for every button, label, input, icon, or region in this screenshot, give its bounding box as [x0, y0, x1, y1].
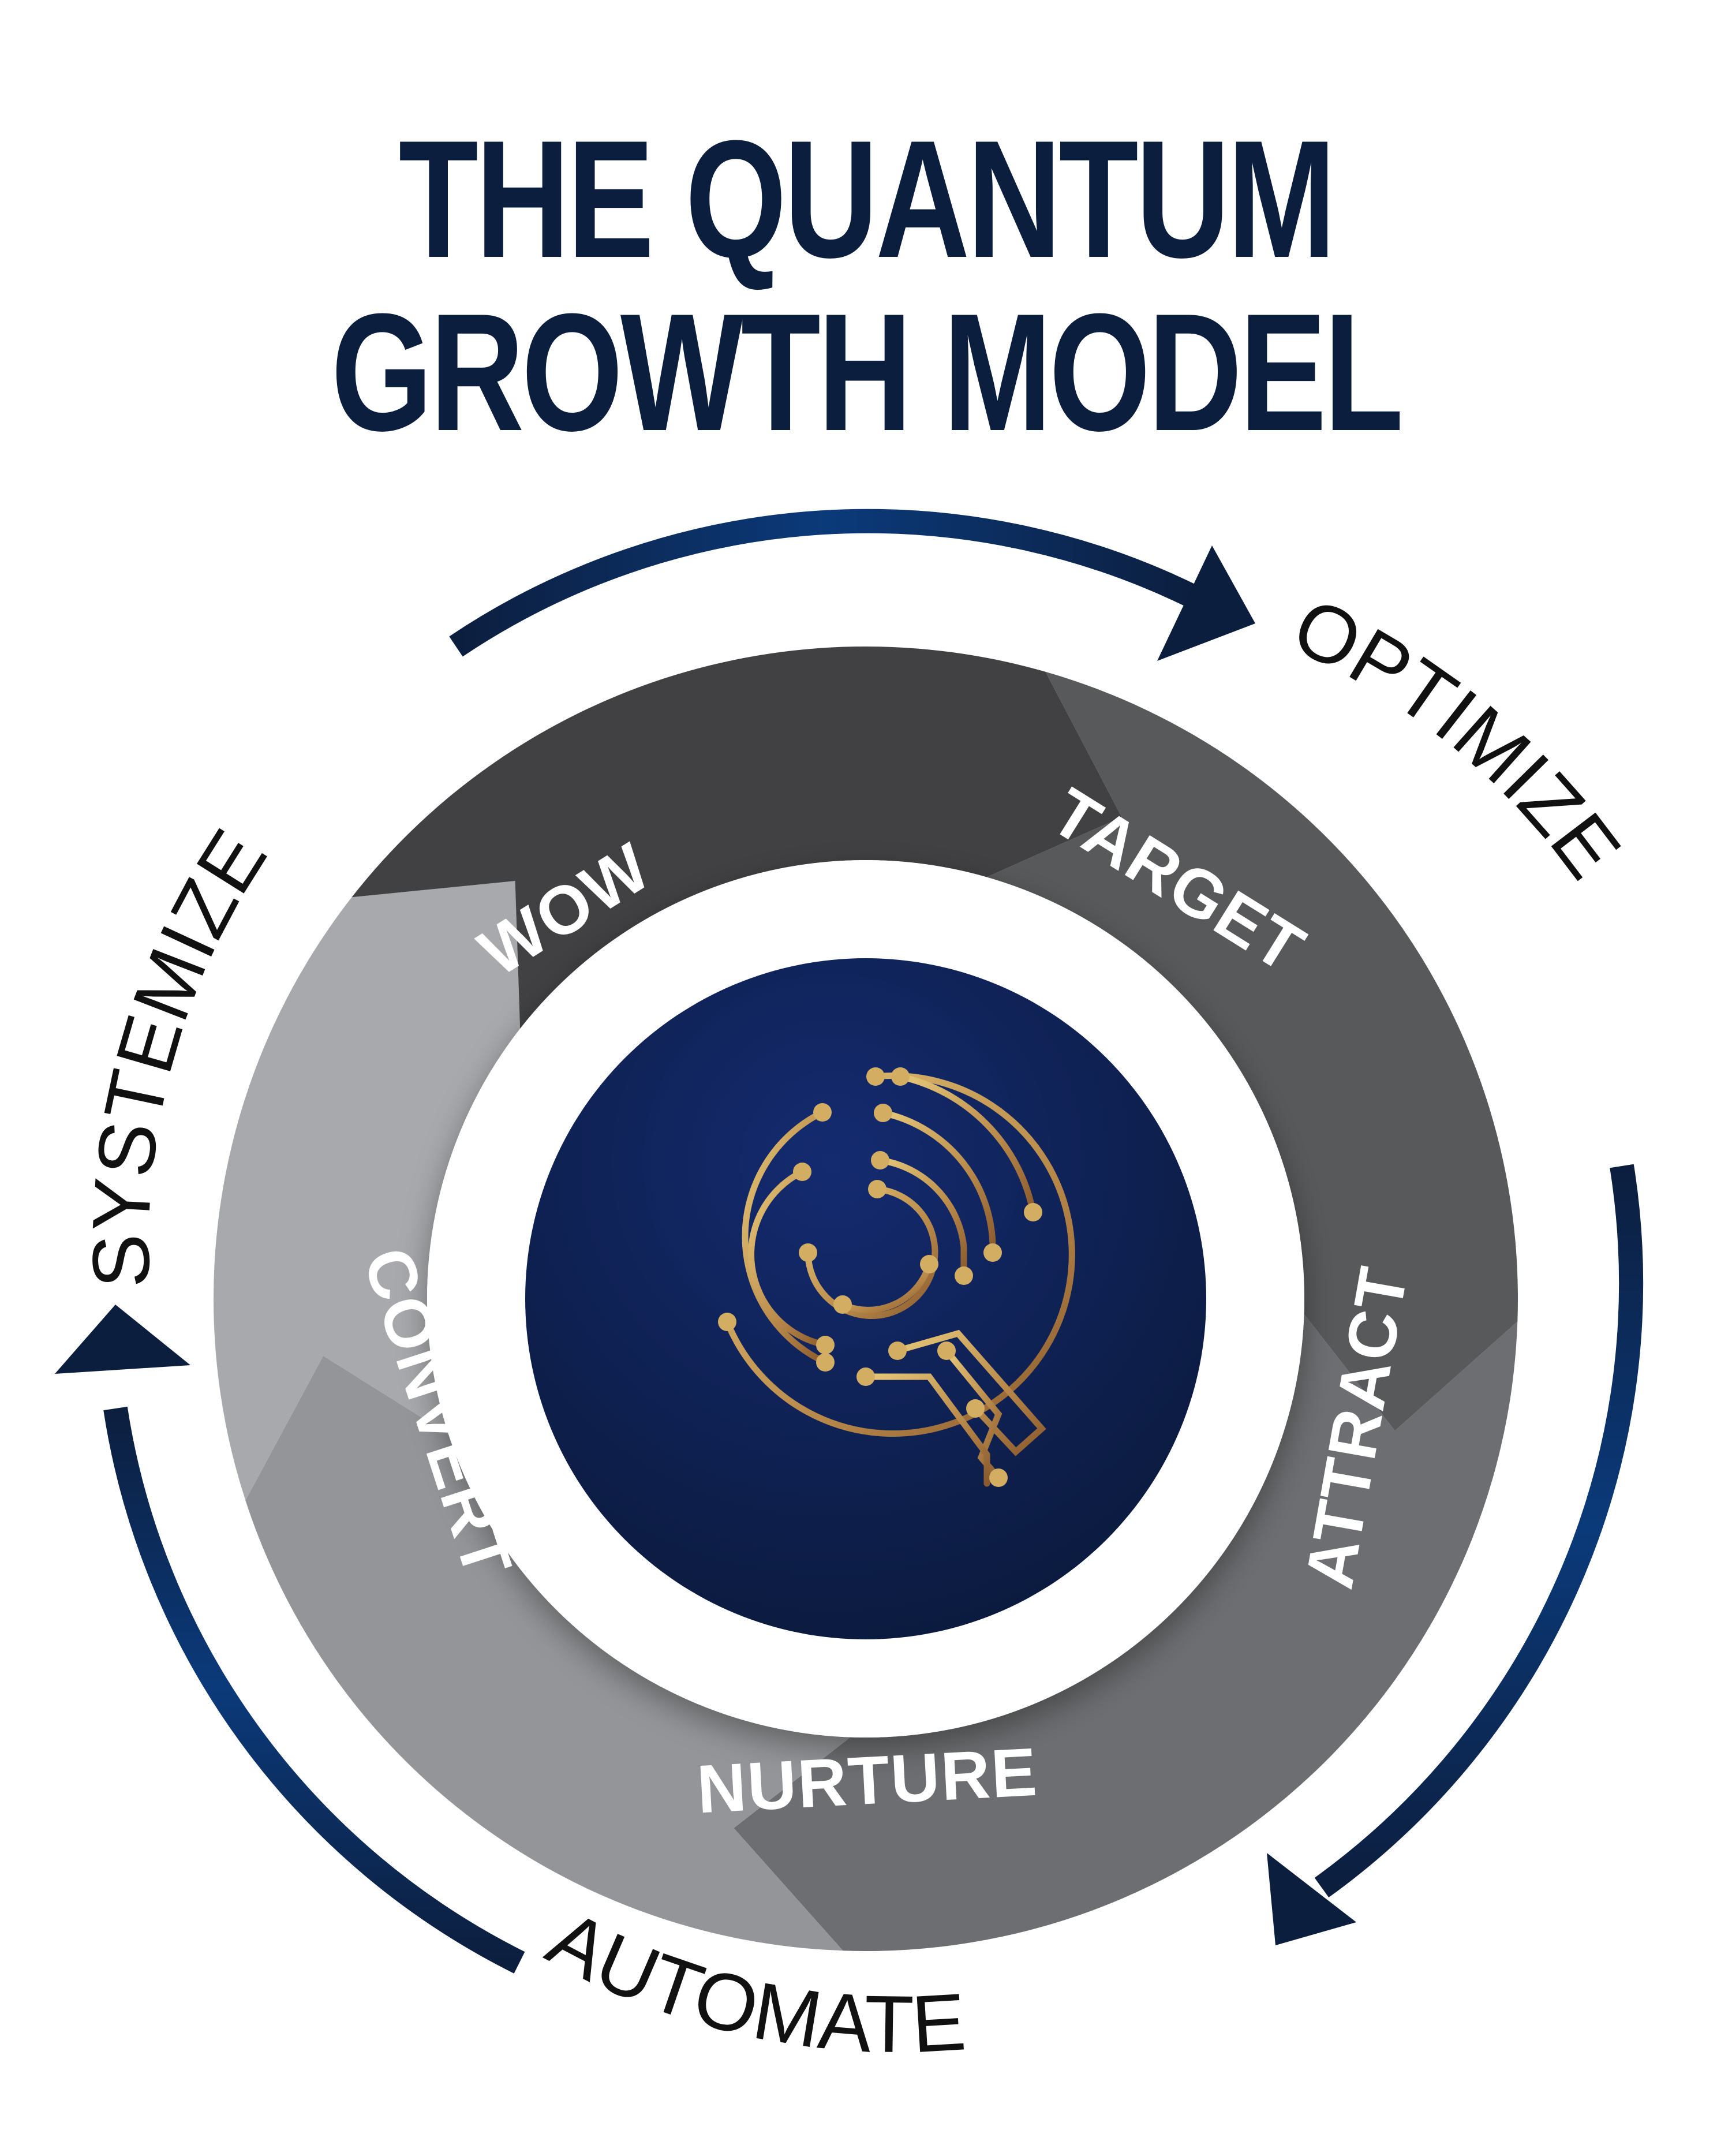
center-circle — [525, 958, 1206, 1639]
systemize-arrow — [55, 1305, 525, 1974]
automate-arrow — [1267, 1164, 1644, 1945]
segment-label-nurture: NURTURE — [695, 1734, 1039, 1828]
segments-ring — [213, 647, 1518, 1951]
segment-wow — [351, 647, 1122, 1029]
segment-attract — [734, 1314, 1518, 1951]
title-line-1: THE QUANTUM — [398, 106, 1336, 293]
quantum-q-circuit-icon — [718, 1067, 1075, 1487]
optimize-arrow — [449, 509, 1255, 661]
title-line-2: GROWTH MODEL — [331, 279, 1404, 466]
segment-convert — [213, 881, 521, 1501]
segment-target — [986, 671, 1518, 1431]
segment-nurture — [245, 1355, 851, 1951]
